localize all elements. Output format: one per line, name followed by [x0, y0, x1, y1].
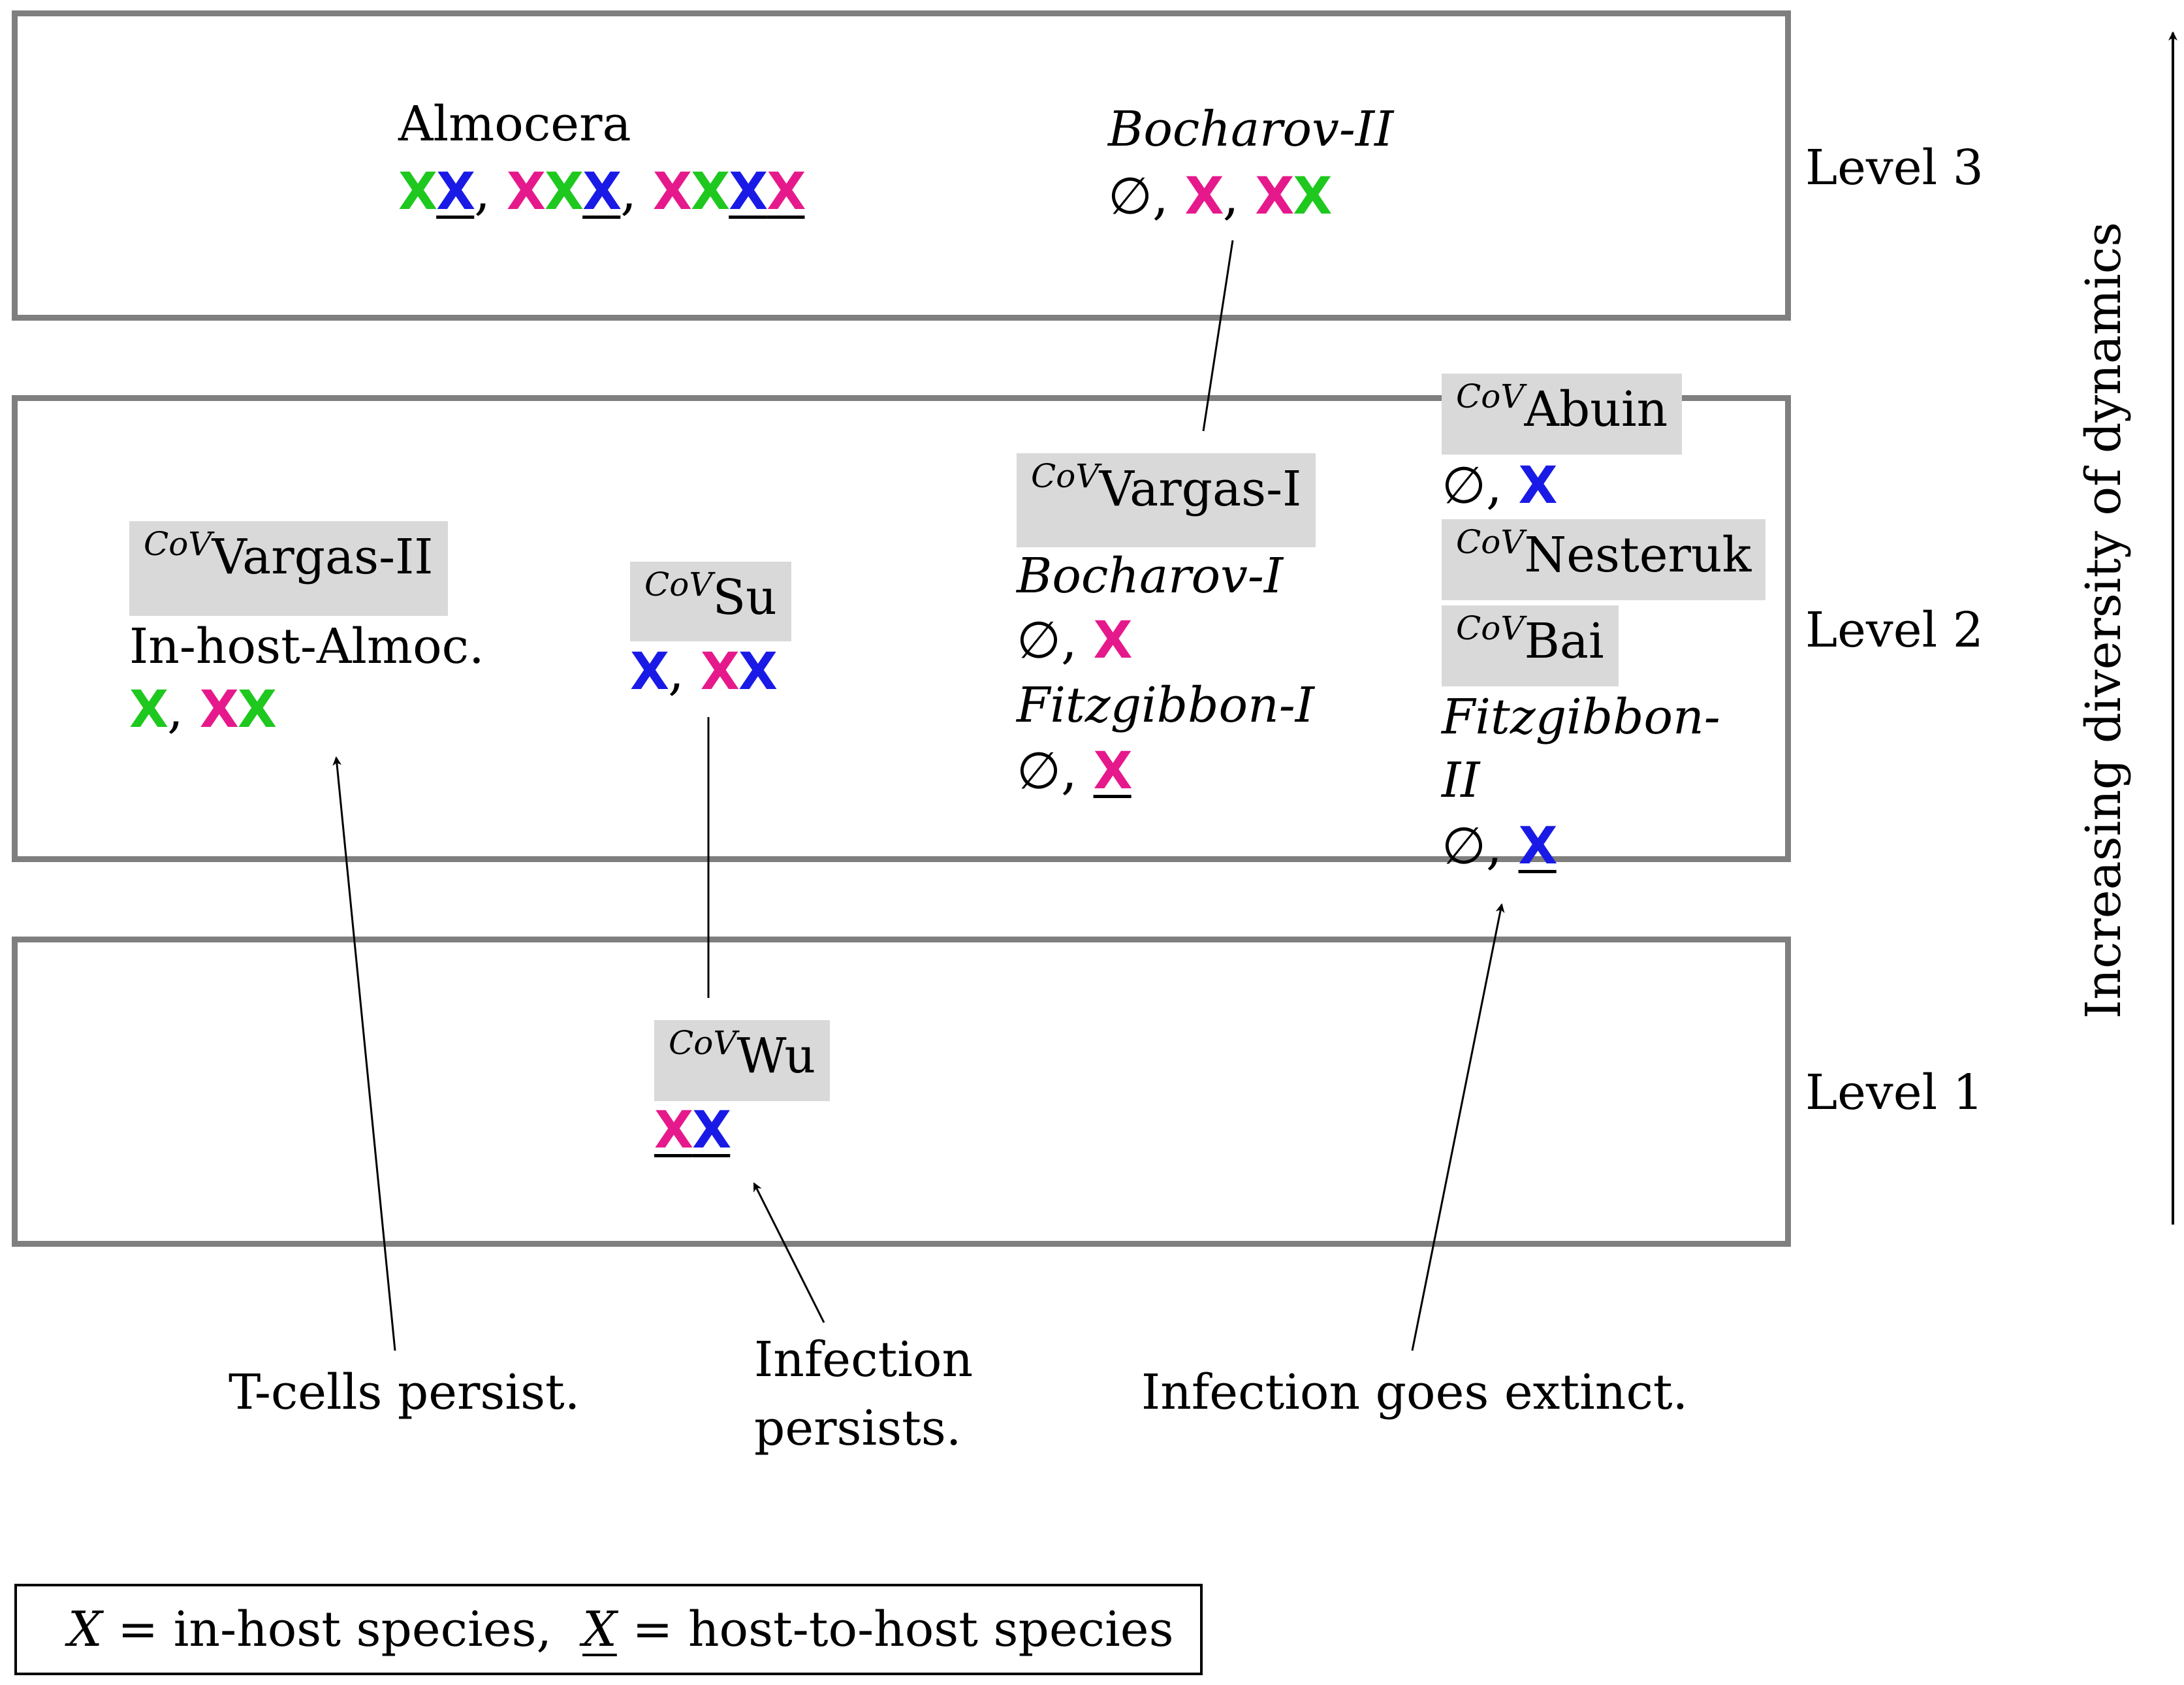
in-host-species-symbol: X	[237, 681, 277, 739]
fitzgibbon-i-species: ∅, X	[1017, 746, 1133, 797]
host-to-host-species-symbol: X	[729, 163, 768, 221]
host-to-host-species-symbol: X	[1518, 817, 1558, 876]
species-separator: ,	[1222, 167, 1256, 226]
in-host-species-symbol: X	[630, 643, 669, 701]
extinct-arrow	[1411, 903, 1505, 1351]
species-separator: ,	[620, 163, 653, 221]
in-host-species-symbol: X	[545, 163, 584, 221]
wu-species: XX	[654, 1105, 731, 1156]
level-1-label: Level 1	[1805, 1065, 1984, 1121]
in-host-species-symbol: X	[1184, 167, 1224, 226]
legend-host-to-host-text: = host-to-host species	[632, 1601, 1174, 1658]
host-to-host-species-symbol: X	[692, 1101, 731, 1160]
legend-symbol-in-host: X	[68, 1601, 103, 1658]
fitzgibbon-i-label: Fitzgibbon-I	[1017, 677, 1314, 733]
level-3-box	[12, 10, 1791, 321]
species-separator: ,	[1060, 611, 1094, 670]
species-separator: ,	[1060, 742, 1094, 801]
host-to-host-species-symbol: X	[436, 163, 475, 221]
species-separator: ,	[1485, 817, 1519, 876]
su-tag: CoVSu	[630, 562, 791, 641]
level-2-box	[12, 395, 1791, 862]
infection-persists-note-line1: Infection	[754, 1332, 973, 1388]
host-to-host-species-symbol: X	[654, 1101, 693, 1160]
fitzgibbon-ii-label-line1: Fitzgibbon-	[1442, 689, 1720, 745]
species-separator: ,	[668, 643, 701, 701]
vargas-ii-tag: CoVVargas-II	[129, 521, 448, 616]
in-host-species-symbol: X	[129, 681, 168, 739]
level-3-label: Level 3	[1805, 140, 1984, 196]
in-host-species-symbol: X	[700, 643, 740, 701]
fitzgibbon-ii-label-line2: II	[1442, 752, 1480, 809]
bocharov-link-line	[1202, 240, 1234, 432]
host-to-host-species-symbol: X	[582, 163, 622, 221]
in-host-species-symbol: X	[199, 681, 239, 739]
in-host-species-symbol: X	[1093, 611, 1133, 670]
infection-persists-note-line2: persists.	[754, 1400, 962, 1456]
infection-extinct-note: Infection goes extinct.	[1141, 1364, 1688, 1420]
bai-tag: CoVBai	[1442, 605, 1619, 686]
empty-set-symbol: ∅	[1108, 167, 1152, 226]
in-host-species-symbol: X	[1293, 167, 1332, 226]
host-to-host-species-symbol: X	[1093, 742, 1133, 801]
host-to-host-species-symbol: X	[767, 163, 806, 221]
empty-set-symbol: ∅	[1442, 817, 1486, 876]
infection-persists-arrow	[753, 1182, 825, 1323]
vargas-i-tag: CoVVargas-I	[1017, 453, 1316, 547]
legend-in-host-text: = in-host species,	[118, 1601, 552, 1658]
species-separator: ,	[167, 681, 200, 739]
in-host-species-symbol: X	[1255, 167, 1294, 226]
in-host-species-symbol: X	[652, 163, 692, 221]
nesteruk-tag: CoVNesteruk	[1442, 519, 1766, 600]
legend-symbol-host-to-host: X	[582, 1601, 617, 1658]
empty-set-symbol: ∅	[1017, 611, 1061, 670]
abuin-species: ∅, X	[1442, 460, 1558, 511]
fitzgibbon-ii-species: ∅, X	[1442, 821, 1558, 872]
in-host-almoc-label: In-host-Almoc.	[129, 618, 484, 675]
abuin-tag: CoVAbuin	[1442, 374, 1683, 455]
legend-box: X = in-host species, X = host-to-host sp…	[14, 1584, 1203, 1675]
bocharov-i-species: ∅, X	[1017, 615, 1133, 666]
almocera-species: XX, XXX, XXXX	[398, 167, 806, 217]
empty-set-symbol: ∅	[1442, 457, 1486, 515]
almocera-label: Almocera	[398, 96, 631, 152]
bocharov-i-label: Bocharov-I	[1017, 548, 1284, 604]
level-2-label: Level 2	[1805, 602, 1984, 658]
in-host-species-symbol: X	[1518, 457, 1558, 515]
in-host-species-symbol: X	[691, 163, 730, 221]
level-1-box	[12, 937, 1791, 1247]
in-host-species-symbol: X	[738, 643, 778, 701]
su-species: X, XX	[630, 647, 778, 698]
vargas-ii-species: X, XX	[129, 684, 277, 735]
in-host-species-symbol: X	[398, 163, 437, 221]
species-separator: ,	[1152, 167, 1185, 226]
diversity-axis-label: Increasing diversity of dynamics	[2076, 221, 2132, 1019]
wu-tag: CoVWu	[654, 1020, 831, 1101]
species-separator: ,	[1485, 457, 1519, 515]
in-host-species-symbol: X	[506, 163, 546, 221]
tcells-arrow	[332, 756, 396, 1351]
tcells-persist-note: T-cells persist.	[229, 1364, 580, 1420]
bocharov-ii-species: ∅, X, XX	[1108, 171, 1333, 222]
species-separator: ,	[474, 163, 507, 221]
empty-set-symbol: ∅	[1017, 742, 1061, 801]
bocharov-ii-label: Bocharov-II	[1108, 101, 1394, 157]
